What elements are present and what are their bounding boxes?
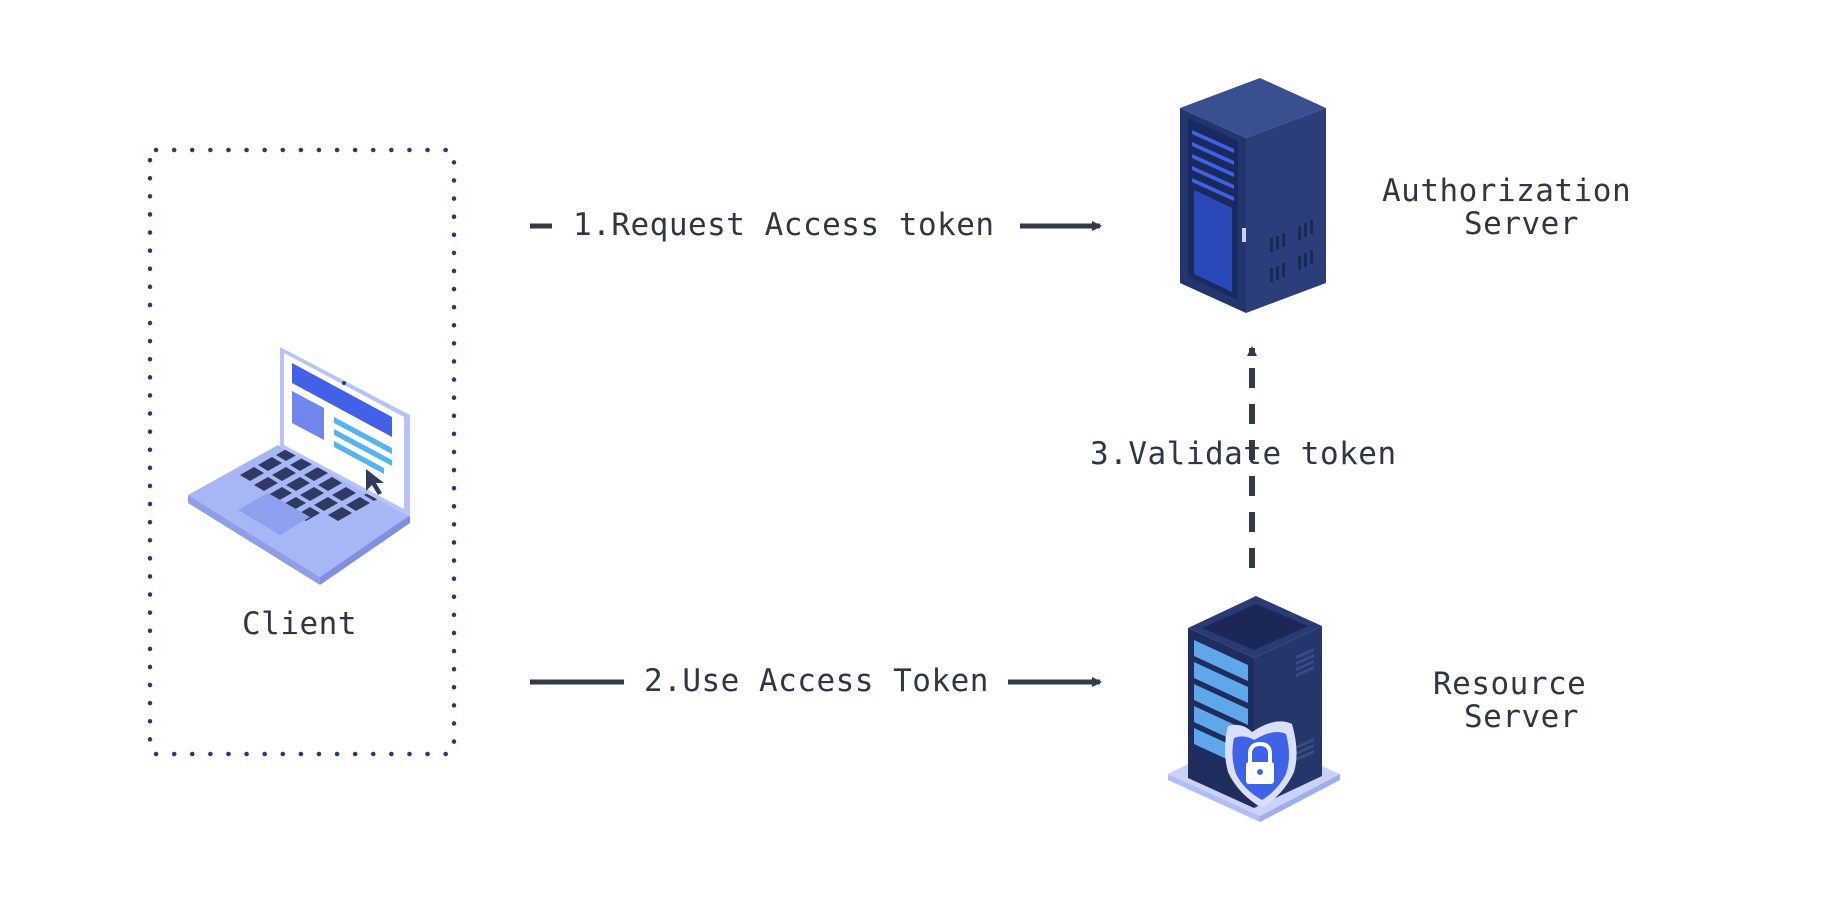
node-label-auth-server-line1: Authorization [1382,173,1632,209]
node-label-auth-server-line2: Server [1464,206,1579,242]
node-label-client: Client [242,606,357,642]
edge-label-request-token: 1.Request Access token [573,207,995,243]
laptop-icon [188,347,410,585]
edge-label-use-token: 2.Use Access Token [644,663,989,699]
secure-server-icon [1168,596,1340,822]
node-label-resource-server-line1: Resource [1433,666,1587,702]
client-boundary [147,147,457,757]
server-rack-icon [1180,78,1326,313]
node-label-resource-server-line2: Server [1464,699,1579,735]
edge-label-validate-token: 3.Validate token [1090,436,1397,472]
